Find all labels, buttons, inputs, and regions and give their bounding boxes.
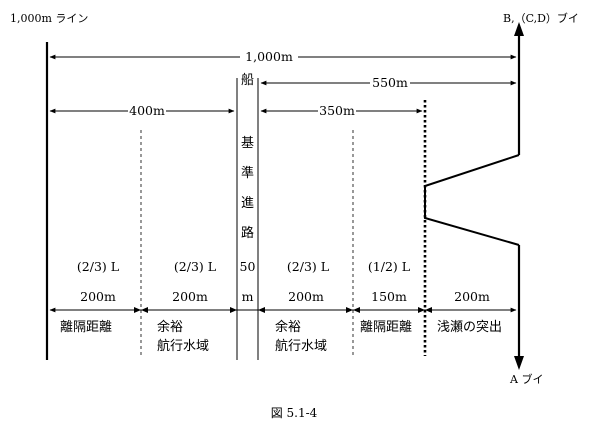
segment-label-2: 200m <box>172 289 208 304</box>
channel-char-3: 準 <box>241 165 254 181</box>
zone-label-shoal: 浅瀬の突出 <box>437 319 502 335</box>
segment-label-3: 200m <box>288 289 324 304</box>
shoal-outline <box>424 154 520 246</box>
ratio-label-4: (1/2) L <box>368 259 410 274</box>
zone-label-clearance-right: 離隔距離 <box>360 320 412 335</box>
channel-char-7: m <box>242 289 254 304</box>
zone-label-margin-left-1: 余裕 <box>157 319 183 335</box>
dim-mid-right-label: 350m <box>319 103 355 118</box>
label-1000m-line: 1,000m ライン <box>10 12 88 25</box>
dim-left-label: 400m <box>129 103 165 118</box>
lower-arrowhead <box>514 356 524 370</box>
channel-char-5: 路 <box>241 225 254 241</box>
segment-label-5: 200m <box>454 289 490 304</box>
label-buoy-a: A ブイ <box>509 372 543 386</box>
upper-arrowhead <box>514 22 524 36</box>
segment-ticks <box>134 307 432 313</box>
dim-right-label: 550m <box>372 75 408 90</box>
ratio-label-2: (2/3) L <box>174 259 216 274</box>
zone-label-margin-left-2: 航行水域 <box>157 338 209 354</box>
zone-label-margin-right-1: 余裕 <box>275 319 301 335</box>
ratio-label-1: (2/3) L <box>77 259 119 274</box>
channel-char-6: 50 <box>240 259 256 274</box>
label-buoy-bcd: B,（C,D）ブイ <box>503 11 579 25</box>
ratio-label-3: (2/3) L <box>287 259 329 274</box>
channel-char-4: 進 <box>241 196 254 211</box>
zone-label-margin-right-2: 航行水域 <box>275 338 327 354</box>
channel-char-1: 船 <box>241 73 254 88</box>
dim-total-label: 1,000m <box>245 49 293 64</box>
zone-label-clearance-left: 離隔距離 <box>60 320 112 335</box>
figure-caption: 図 5.1-4 <box>271 406 318 420</box>
segment-label-1: 200m <box>80 289 116 304</box>
channel-char-2: 基 <box>241 136 254 151</box>
segment-label-4: 150m <box>371 289 407 304</box>
